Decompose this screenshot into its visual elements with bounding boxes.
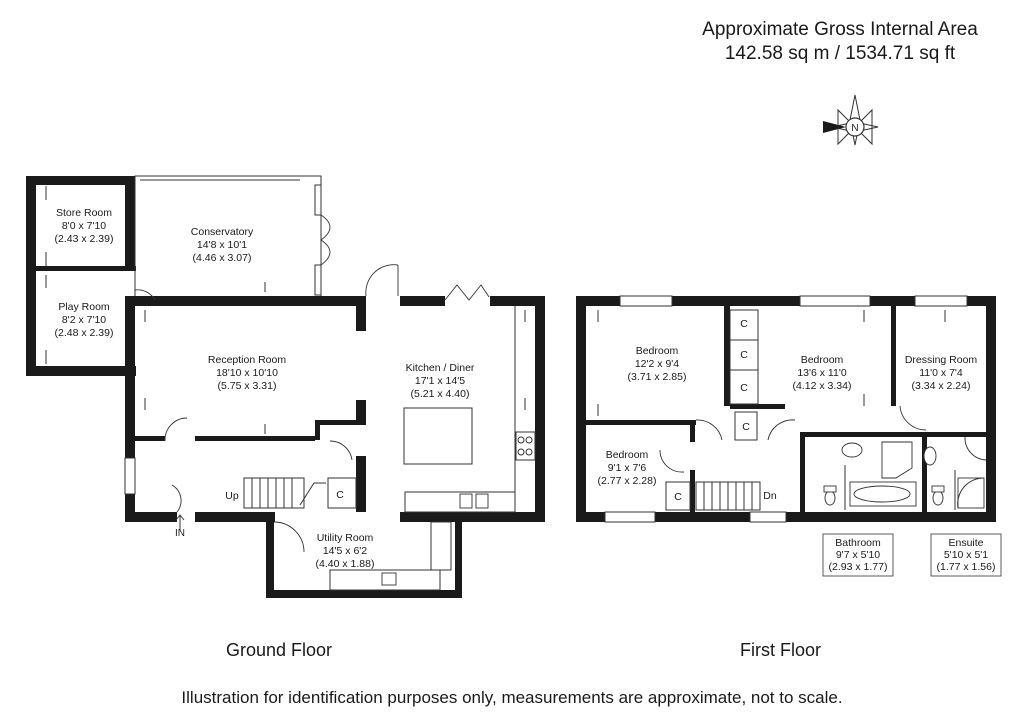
ground-floor-plan	[26, 175, 545, 598]
first-stairs	[695, 481, 761, 511]
room-name: Kitchen / Diner	[406, 362, 475, 374]
cupboard-label: C	[740, 318, 748, 330]
room-metric: (2.43 x 2.39)	[55, 233, 114, 245]
room-metric: (3.34 x 2.24)	[912, 380, 971, 392]
room-metric: (5.21 x 4.40)	[411, 388, 470, 400]
room-name: Bedroom	[801, 354, 844, 366]
room-imperial: 8'0 x 7'10	[62, 220, 106, 232]
room-imperial: 9'1 x 7'6	[608, 462, 647, 474]
first-floor-label: First Floor	[740, 640, 821, 660]
room-utility: Utility Room 14'5 x 6'2 (4.40 x 1.88)	[316, 532, 375, 570]
room-imperial: 13'6 x 11'0	[797, 367, 847, 379]
room-bathroom: Bathroom 9'7 x 5'10 (2.93 x 1.77)	[822, 533, 894, 577]
stairs-up-label: Up	[225, 490, 239, 502]
room-dressing: Dressing Room 11'0 x 7'4 (3.34 x 2.24)	[905, 354, 978, 392]
room-imperial: 18'10 x 10'10	[216, 367, 278, 379]
room-name: Store Room	[56, 207, 112, 219]
room-metric: (2.93 x 1.77)	[829, 561, 888, 573]
room-name: Utility Room	[317, 532, 374, 544]
stairs-down-label: Dn	[763, 490, 777, 502]
room-imperial: 8'2 x 7'10	[62, 314, 106, 326]
room-name: Reception Room	[208, 354, 286, 366]
disclaimer: Illustration for identification purposes…	[181, 688, 843, 707]
entry-arrow-icon	[175, 514, 185, 530]
area-title: Approximate Gross Internal Area	[702, 19, 978, 40]
room-imperial: 17'1 x 14'5	[415, 375, 465, 387]
room-metric: (1.77 x 1.56)	[937, 561, 996, 573]
first-floor-plan	[576, 295, 996, 523]
room-name: Conservatory	[191, 226, 254, 238]
room-name: Bedroom	[606, 449, 649, 461]
room-imperial: 11'0 x 7'4	[919, 367, 963, 379]
ground-stairs	[243, 477, 326, 509]
room-metric: (4.12 x 3.34)	[793, 380, 852, 392]
entry-label: IN	[175, 528, 185, 539]
room-metric: (5.75 x 3.31)	[218, 380, 277, 392]
room-imperial: 9'7 x 5'10	[836, 549, 880, 561]
cupboard-label: C	[742, 421, 750, 433]
room-name: Bathroom	[835, 537, 881, 549]
room-conservatory: Conservatory 14'8 x 10'1 (4.46 x 3.07)	[191, 226, 254, 264]
room-reception: Reception Room 18'10 x 10'10 (5.75 x 3.3…	[208, 354, 286, 392]
room-ensuite: Ensuite 5'10 x 5'1 (1.77 x 1.56)	[930, 533, 1002, 577]
compass-rose-icon: N	[823, 94, 879, 146]
area-summary: Approximate Gross Internal Area 142.58 s…	[640, 18, 1024, 66]
room-imperial: 14'5 x 6'2	[323, 545, 367, 557]
compass-label: N	[851, 123, 858, 134]
room-metric: (2.77 x 2.28)	[598, 475, 657, 487]
room-metric: (4.46 x 3.07)	[193, 252, 252, 264]
cupboard-label: C	[740, 349, 748, 361]
room-metric: (4.40 x 1.88)	[316, 558, 375, 570]
cupboard-label: C	[740, 382, 748, 394]
room-imperial: 14'8 x 10'1	[197, 239, 247, 251]
room-store: Store Room 8'0 x 7'10 (2.43 x 2.39)	[55, 207, 114, 245]
room-metric: (3.71 x 2.85)	[628, 371, 687, 383]
room-play: Play Room 8'2 x 7'10 (2.48 x 2.39)	[55, 301, 114, 339]
room-name: Dressing Room	[905, 354, 978, 366]
room-imperial: 5'10 x 5'1	[944, 549, 988, 561]
ground-floor-label: Ground Floor	[226, 640, 333, 660]
room-kitchen: Kitchen / Diner 17'1 x 14'5 (5.21 x 4.40…	[406, 362, 475, 400]
cupboard-label: C	[674, 491, 682, 503]
cupboard-labels: C C C C C	[674, 318, 750, 503]
cupboard-label: C	[336, 489, 344, 501]
room-bedroom-1: Bedroom 12'2 x 9'4 (3.71 x 2.85)	[628, 345, 687, 383]
area-value: 142.58 sq m / 1534.71 sq ft	[724, 43, 956, 64]
room-metric: (2.48 x 2.39)	[55, 327, 114, 339]
room-name: Ensuite	[948, 537, 983, 549]
room-name: Play Room	[58, 301, 110, 313]
room-name: Bedroom	[636, 345, 679, 357]
room-imperial: 12'2 x 9'4	[635, 358, 679, 370]
room-bedroom-2: Bedroom 13'6 x 11'0 (4.12 x 3.34)	[793, 354, 852, 392]
room-bedroom-3: Bedroom 9'1 x 7'6 (2.77 x 2.28)	[598, 449, 657, 487]
bathroom-fixtures-icon	[823, 441, 985, 509]
